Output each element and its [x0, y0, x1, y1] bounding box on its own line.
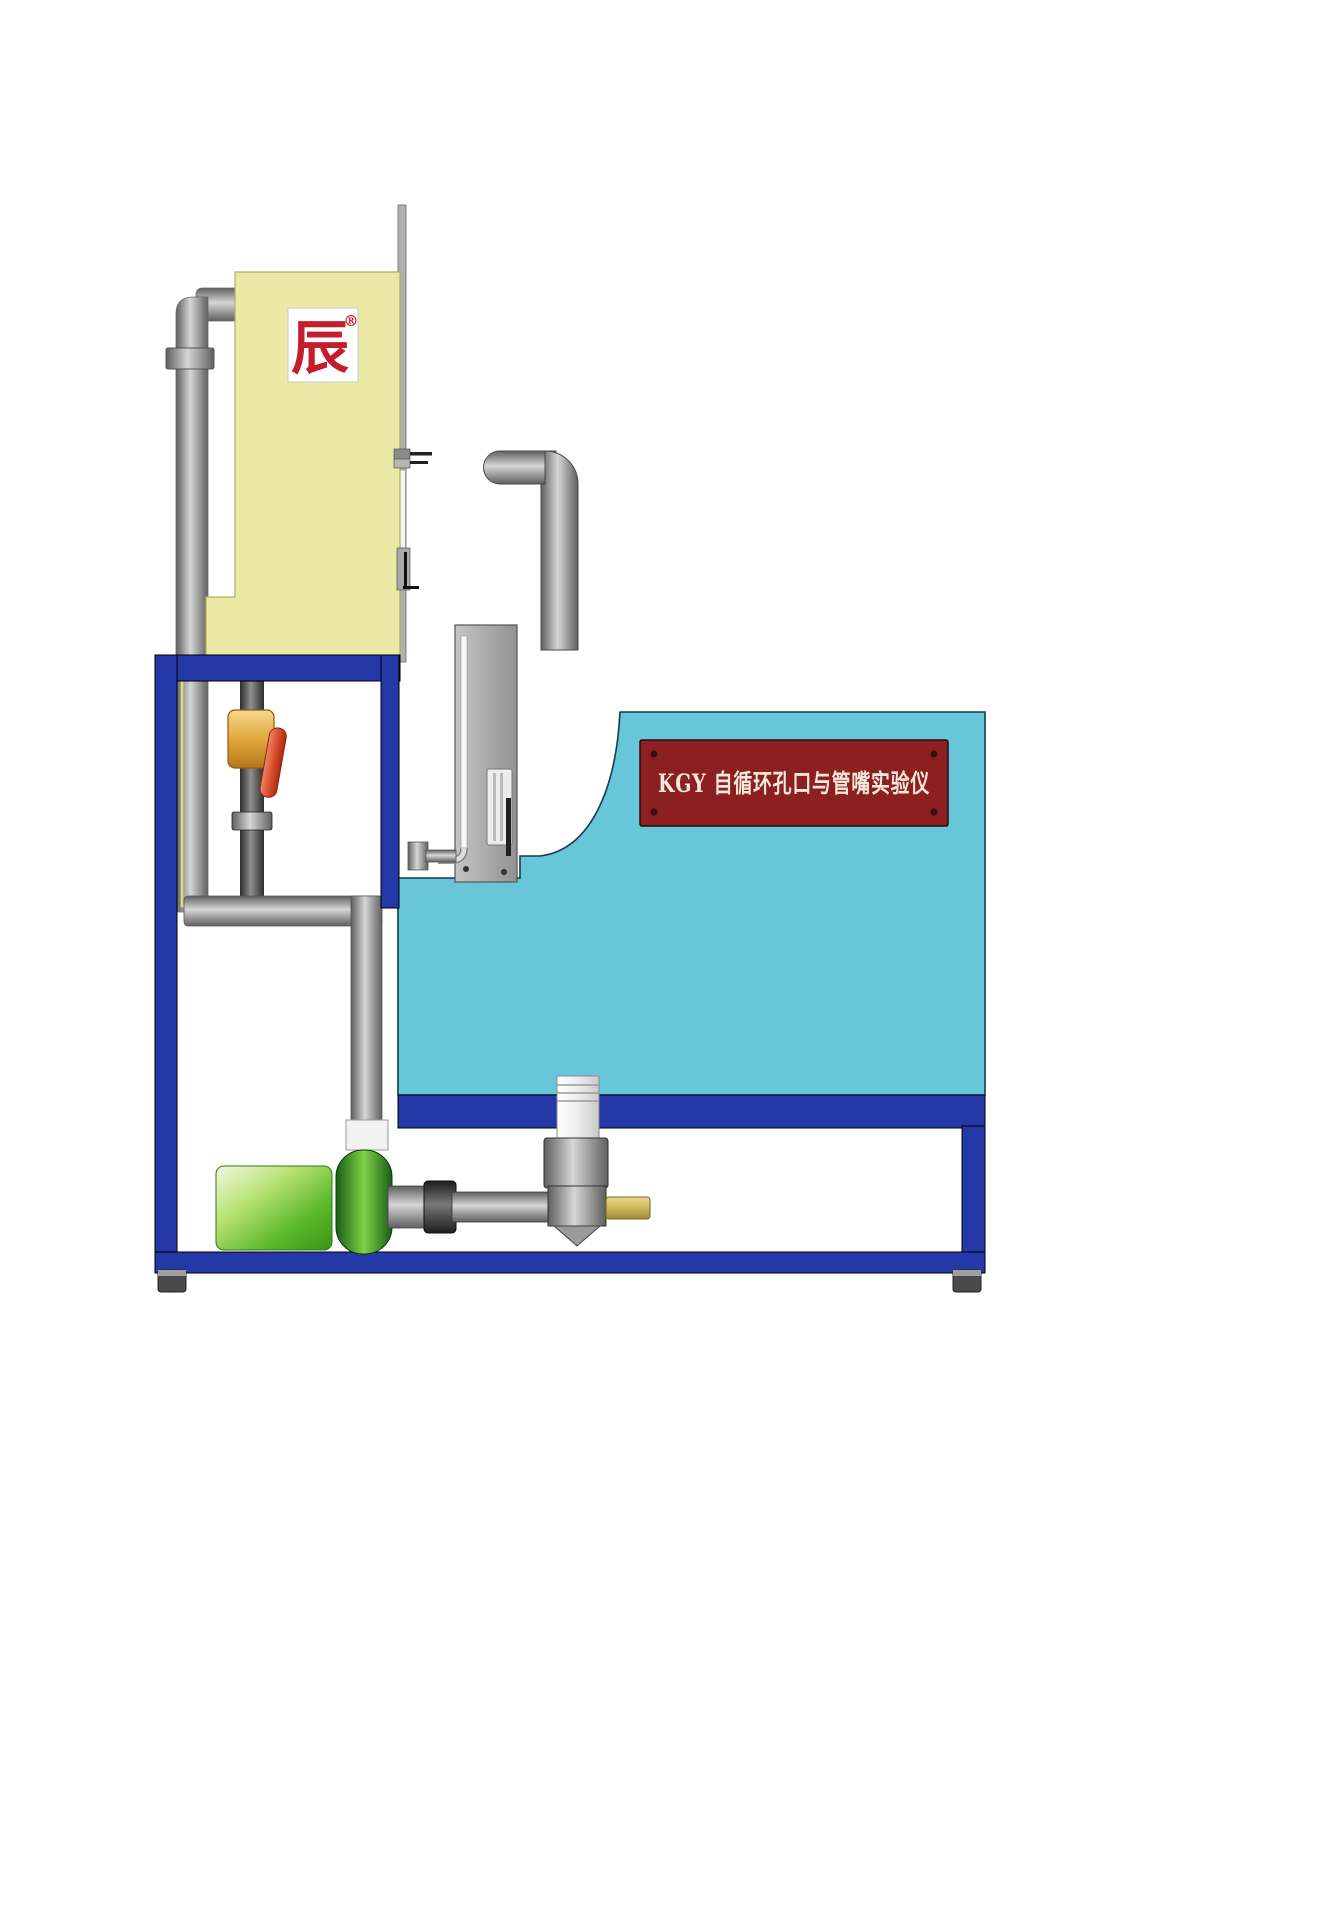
pump-shaft-block	[387, 1185, 429, 1229]
frame-right-column	[961, 1125, 986, 1257]
cabinet-riser-pipe	[350, 895, 383, 1128]
frame-top-beam	[154, 654, 401, 682]
riser-pipe	[556, 1075, 600, 1141]
tee-fitting	[547, 1185, 607, 1227]
nameplate-screw	[930, 750, 938, 758]
cabinet-back-panel	[180, 676, 388, 908]
outlet-bracket	[407, 841, 457, 871]
support-frame	[154, 654, 986, 1274]
nameplate-text: KGY 自循环孔口与管嘴实验仪	[658, 769, 930, 798]
nameplate: KGY 自循环孔口与管嘴实验仪	[639, 739, 949, 827]
pipe-flange	[231, 811, 273, 831]
rod-clamp-upper	[393, 448, 432, 469]
pump-assembly	[215, 1119, 457, 1255]
pump-head	[335, 1149, 393, 1255]
gauge-screw	[501, 869, 507, 875]
pump-inlet-fitting	[345, 1119, 389, 1151]
gauge-column	[407, 624, 518, 883]
tank-support-beam	[397, 1094, 986, 1129]
slider-pin	[506, 798, 511, 856]
nameplate-screw	[650, 808, 658, 816]
nameplate-screw	[930, 808, 938, 816]
foot-left	[157, 1269, 187, 1293]
drain-plug-brass	[605, 1196, 651, 1220]
outlet-pipe	[451, 1191, 553, 1223]
nameplate-screw	[650, 750, 658, 758]
tee-union-nut	[543, 1137, 609, 1189]
gauge-screw	[463, 866, 469, 872]
pipe-coupling	[165, 347, 215, 370]
overflow-elbow-pipe	[483, 450, 579, 651]
valve-handle	[259, 727, 287, 798]
frame-bottom-beam	[154, 1251, 986, 1274]
supply-pipe	[165, 287, 243, 913]
foot-right	[952, 1269, 982, 1293]
pump-body	[215, 1165, 333, 1251]
rod-clamp-lower	[396, 547, 419, 591]
pipe-union-coupling	[423, 1180, 457, 1234]
logo-character: 辰	[291, 314, 349, 382]
registered-mark-icon: ®	[344, 312, 359, 330]
frame-left-column	[154, 654, 178, 1274]
gauge-tube	[460, 635, 468, 849]
drain-funnel	[552, 1225, 602, 1247]
frame-mid-column	[380, 654, 400, 909]
bottom-plumbing	[451, 1075, 651, 1247]
brand-logo-plate: 辰 ®	[287, 307, 359, 383]
